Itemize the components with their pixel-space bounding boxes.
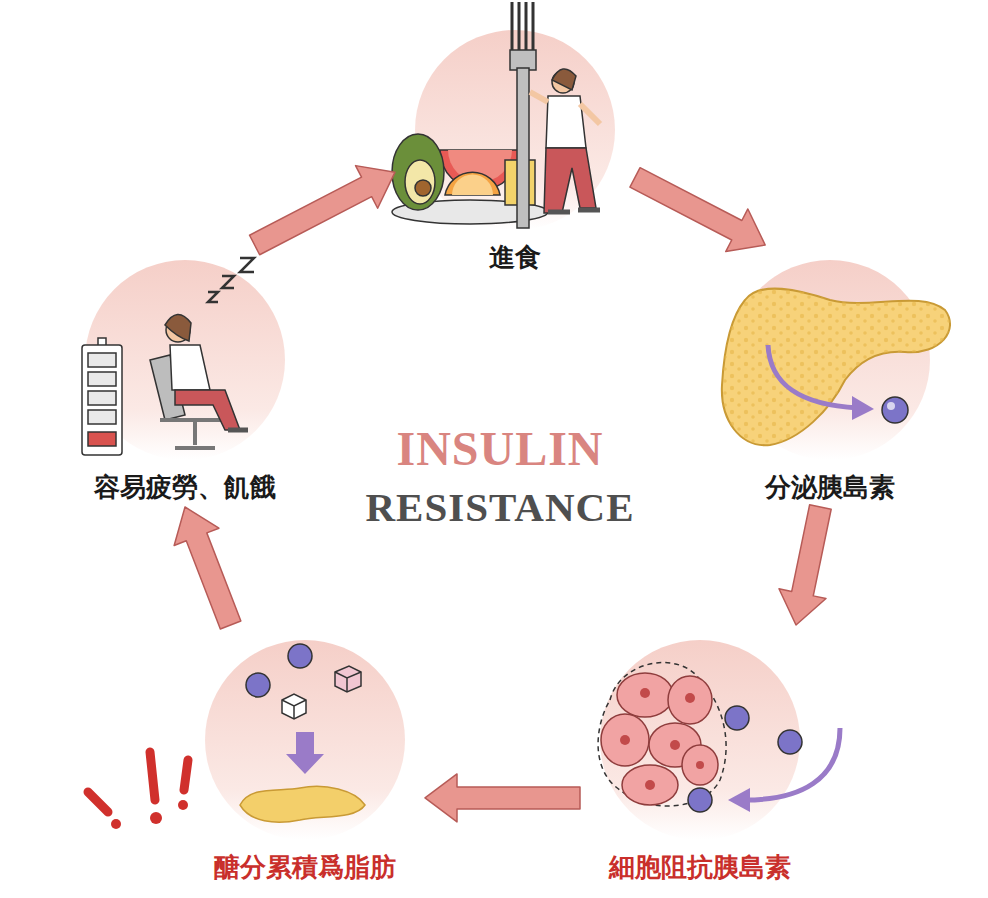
cycle-step: 容易疲勞、飢餓 — [65, 245, 305, 507]
cycle-arrow — [779, 505, 831, 625]
step-label: 醣分累積爲脂肪 — [185, 847, 425, 887]
cells-illustration — [598, 663, 840, 812]
diagram-title: INSULIN RESISTANCE — [325, 420, 675, 536]
step-label: 細胞阻抗胰島素 — [580, 847, 820, 887]
cycle-arrow — [174, 507, 241, 629]
step-label: 容易疲勞、飢餓 — [65, 467, 305, 507]
sugar-fat-illustration — [240, 644, 365, 822]
bubble — [205, 640, 405, 840]
cycle-step: 進食 — [395, 15, 635, 277]
alert-marks — [88, 752, 188, 829]
pancreas-illustration — [722, 288, 950, 445]
cycle-step: 分泌胰島素 — [710, 245, 950, 507]
step-label: 進食 — [395, 237, 635, 277]
cycle-step: 醣分累積爲脂肪 — [185, 625, 425, 887]
food-illustration — [392, 2, 600, 228]
cycle-arrow — [250, 166, 395, 255]
cycle-arrow — [425, 774, 580, 822]
step-label: 分泌胰島素 — [710, 467, 950, 507]
bubble — [600, 640, 800, 840]
cycle-arrow — [630, 168, 765, 252]
cycle-step: 細胞阻抗胰島素 — [580, 625, 820, 887]
tired-illustration — [82, 258, 254, 455]
